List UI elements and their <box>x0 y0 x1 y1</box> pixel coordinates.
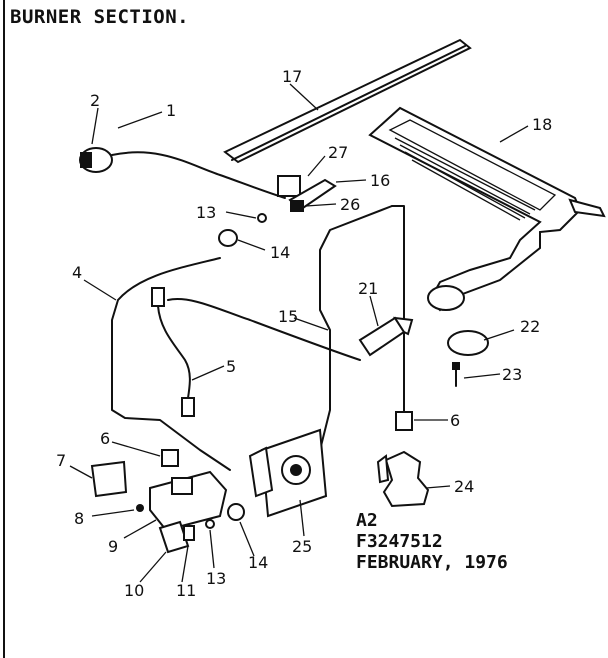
part-cap <box>447 330 489 356</box>
callout-label: 4 <box>72 263 82 282</box>
callout-label: 14 <box>248 553 268 572</box>
callout-label: 23 <box>502 365 522 384</box>
part-screw <box>452 362 460 387</box>
part-fitting <box>290 200 304 212</box>
callout-label: 2 <box>90 91 100 110</box>
callout-label: 6 <box>100 429 110 448</box>
callout-label: 25 <box>292 537 312 556</box>
stamp-line-1: A2 <box>356 510 378 531</box>
callout-label: 22 <box>520 317 540 336</box>
part-fitting-left <box>161 449 179 467</box>
part-tube-left <box>111 257 231 471</box>
callout-label: 21 <box>358 279 378 298</box>
callout-label: 24 <box>454 477 474 496</box>
stamp-line-2: F3247512 <box>356 531 443 552</box>
drawing-stamp: A2 F3247512 FEBRUARY, 1976 <box>356 510 508 573</box>
callout-label: 18 <box>532 115 552 134</box>
callout-label: 9 <box>108 537 118 556</box>
callout-label: 16 <box>370 171 390 190</box>
part-valve <box>248 428 328 518</box>
callout-label: 13 <box>196 203 216 222</box>
part-burner <box>368 106 606 312</box>
callout-label: 6 <box>450 411 460 430</box>
callout-labels: 1 2 4 5 6 6 7 8 9 10 11 13 13 14 14 15 1… <box>56 67 552 600</box>
callout-label: 17 <box>282 67 302 86</box>
callout-label: 10 <box>124 581 144 600</box>
part-screw-small <box>136 504 144 512</box>
part-nut <box>218 229 238 247</box>
callout-label: 15 <box>278 307 298 326</box>
callout-label: 14 <box>270 243 290 262</box>
callout-label: 1 <box>166 101 176 120</box>
diagram-title: BURNER SECTION. <box>10 6 190 28</box>
part-pilot <box>376 450 430 508</box>
callout-label: 11 <box>176 581 196 600</box>
callout-label: 5 <box>226 357 236 376</box>
stamp-line-3: FEBRUARY, 1976 <box>356 552 508 573</box>
part-rail <box>223 38 472 164</box>
part-orifice <box>358 316 414 357</box>
part-nut-lower <box>227 503 245 521</box>
callout-label: 27 <box>328 143 348 162</box>
part-nut-small <box>257 213 267 223</box>
callout-label: 7 <box>56 451 66 470</box>
part-fitting-right <box>395 411 413 431</box>
part-igniter-wire <box>151 287 195 417</box>
callout-label: 26 <box>340 195 360 214</box>
callout-label: 8 <box>74 509 84 528</box>
part-thermostat-bulb <box>79 147 286 199</box>
callout-label: 13 <box>206 569 226 588</box>
part-regulator <box>149 470 228 554</box>
part-washer <box>205 519 215 529</box>
leader-lines <box>69 83 529 583</box>
part-plate <box>90 460 128 498</box>
